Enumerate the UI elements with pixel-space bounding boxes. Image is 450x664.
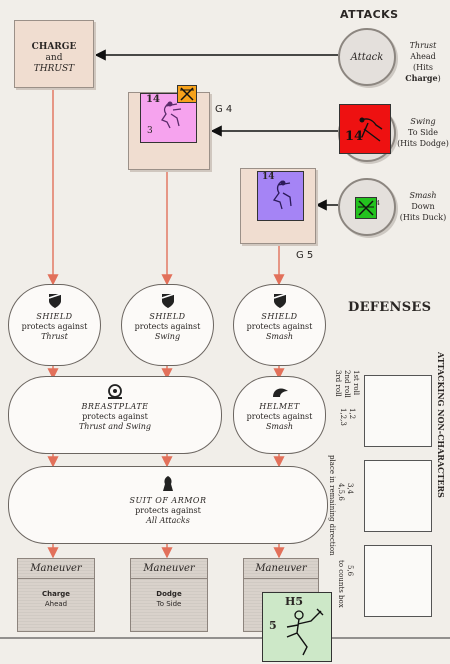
defense-what: Thrust and Swing [78, 422, 152, 431]
roll-label-1: 1st roll [352, 370, 360, 396]
defense-sub: protects against [246, 412, 313, 421]
roll-range-123: 1,2,3 [339, 408, 347, 426]
attack-name: Thrust [409, 41, 437, 50]
defense-what: Thrust [41, 332, 68, 341]
attack-circle-smash[interactable] [338, 178, 396, 236]
attack-direction: To Side [408, 128, 438, 137]
defense-sub: protects against [82, 412, 148, 421]
attacks-header: ATTACKS [340, 8, 399, 21]
charge-and: and [45, 53, 63, 63]
attack-circle-label: Attack [350, 51, 384, 63]
shield-icon [273, 293, 286, 308]
defense-title: SHIELD [149, 312, 186, 321]
counts-box-instruction: to counts box [337, 560, 345, 608]
pink-card-top-number: 14 [146, 94, 160, 105]
hero-unit-card[interactable]: H5 5 [262, 592, 332, 662]
warrior-icon [272, 180, 292, 210]
orange-marker[interactable] [177, 85, 197, 103]
shield-icon [48, 293, 61, 308]
shield-thrust-oval[interactable]: SHIELD protects against Thrust [8, 284, 101, 366]
attack-circle-thrust[interactable]: Attack [338, 28, 396, 86]
breastplate-oval[interactable]: BREASTPLATE protects against Thrust and … [8, 376, 222, 454]
defense-title: HELMET [259, 402, 300, 411]
attack-direction: Down [411, 202, 435, 211]
roll-range-456: 4,5,6 [337, 483, 345, 501]
attack-text-thrust: Thrust Ahead (Hits Charge) [396, 40, 450, 84]
noncharacter-slot-2[interactable] [364, 460, 432, 532]
red-card-number: 14 [345, 129, 364, 144]
shield-icon [161, 293, 174, 308]
defense-title: SHIELD [261, 312, 298, 321]
roll-range-56: 5,6 [346, 565, 354, 577]
red-unit-card[interactable]: 14 [339, 104, 391, 154]
suit-of-armor-oval[interactable]: SUIT OF ARMOR protects against All Attac… [8, 466, 328, 544]
defense-title: SUIT OF ARMOR [129, 496, 207, 505]
purple-card-number: 14 [262, 172, 275, 182]
defense-sub: protects against [246, 322, 313, 331]
roll-label-3: 3rd roll [334, 370, 342, 397]
hero-card-label: H5 [285, 595, 304, 608]
roll-range-34: 3,4 [346, 483, 354, 495]
maneuver-sub: Ahead [44, 600, 68, 608]
charge-title: CHARGE [31, 42, 77, 52]
roll-label-2: 2nd roll [343, 370, 351, 398]
warrior-icon [161, 101, 182, 129]
grid-label-g5: G 5 [296, 250, 314, 261]
defense-what: Smash [265, 422, 294, 431]
green-unit-card[interactable] [355, 197, 377, 219]
noncharacter-slot-1[interactable] [364, 375, 432, 447]
shield-swing-oval[interactable]: SHIELD protects against Swing [121, 284, 214, 366]
attack-text-swing: Swing To Side (Hits Dodge) [396, 116, 450, 149]
cross-icon [180, 87, 194, 101]
defense-title: BREASTPLATE [81, 402, 149, 411]
maneuver-heading: Maneuver [18, 564, 94, 579]
attack-name: Smash [409, 191, 437, 200]
hero-figure-icon [286, 608, 324, 656]
maneuver-box-charge[interactable]: Maneuver Charge Ahead [17, 558, 95, 632]
shield-smash-oval[interactable]: SHIELD protects against Smash [233, 284, 326, 366]
defense-sub: protects against [135, 506, 201, 515]
defense-sub: protects against [21, 322, 88, 331]
helmet-oval[interactable]: HELMET protects against Smash [233, 376, 326, 454]
place-instruction: place in remaining direction [328, 455, 336, 556]
attack-hits: (Hits Dodge) [397, 139, 449, 148]
defense-sub: protects against [134, 322, 201, 331]
grid-label-g4: G 4 [215, 104, 233, 115]
helmet-icon [272, 388, 288, 397]
defense-title: SHIELD [36, 312, 73, 321]
attack-direction: Ahead [410, 52, 436, 61]
maneuver-box-dodge[interactable]: Maneuver Dodge To Side [130, 558, 208, 632]
cross-icon [358, 200, 374, 216]
defenses-header: DEFENSES [348, 300, 432, 315]
maneuver-sub: To Side [156, 600, 182, 608]
breastplate-icon [108, 384, 122, 399]
noncharacter-slot-3[interactable] [364, 545, 432, 617]
pink-card-bottom-number: 3 [147, 126, 153, 136]
defense-what: All Attacks [146, 516, 190, 525]
attack-hits: (Hits Duck) [399, 213, 447, 222]
hero-card-number: 5 [269, 619, 277, 632]
maneuver-heading: Maneuver [244, 564, 318, 579]
maneuver-name: Charge [41, 590, 71, 598]
warrior-icon [359, 117, 383, 142]
green-card-number: 4 [376, 200, 380, 207]
defense-what: Smash [265, 332, 294, 341]
attack-text-smash: Smash Down (Hits Duck) [396, 190, 450, 223]
roll-range-12: 1,2 [348, 408, 356, 420]
attacking-noncharacters-label: ATTACKING NON-CHARACTERS [436, 352, 446, 498]
attack-hits: (Hits Charge) [405, 63, 441, 83]
attack-name: Swing [410, 117, 436, 126]
charge-thrust: THRUST [33, 64, 75, 74]
defense-what: Swing [154, 332, 181, 341]
charge-thrust-box[interactable]: CHARGE and THRUST [14, 20, 94, 88]
purple-unit-card[interactable]: 14 [257, 171, 304, 221]
maneuver-name: Dodge [156, 590, 182, 598]
maneuver-heading: Maneuver [131, 564, 207, 579]
armor-icon [163, 476, 173, 491]
